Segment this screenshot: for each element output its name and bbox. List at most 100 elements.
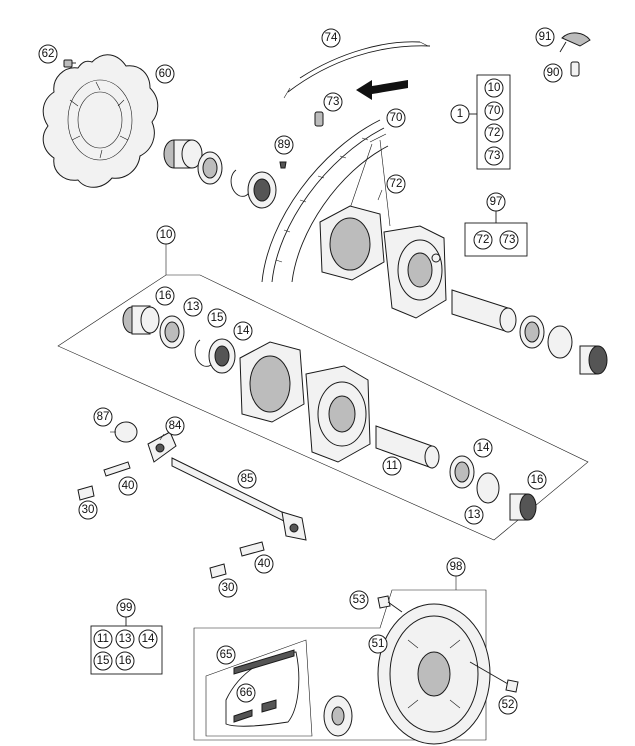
upper-left-parts <box>163 139 277 209</box>
callout-84: 84 <box>165 416 185 436</box>
callout-62: 62 <box>38 44 58 64</box>
svg-text:70: 70 <box>488 105 501 117</box>
callout-97-72: 72 <box>473 230 493 250</box>
chain-group <box>205 639 353 737</box>
group-box-1 <box>476 74 511 170</box>
callout-89: 89 <box>274 135 294 155</box>
upper-right-parts <box>451 289 608 375</box>
svg-text:14: 14 <box>142 633 155 645</box>
svg-text:73: 73 <box>503 234 516 246</box>
svg-text:10: 10 <box>160 229 173 241</box>
spoke-nipple <box>314 111 324 127</box>
callout-66: 66 <box>236 683 256 703</box>
svg-text:70: 70 <box>390 112 403 124</box>
callout-91: 91 <box>535 27 555 47</box>
svg-text:10: 10 <box>488 82 501 94</box>
svg-text:13: 13 <box>119 633 132 645</box>
svg-text:16: 16 <box>531 474 544 486</box>
rim-tape <box>283 41 431 99</box>
svg-text:89: 89 <box>278 139 291 151</box>
callout-14: 14 <box>233 321 253 341</box>
svg-text:30: 30 <box>82 504 95 516</box>
svg-text:16: 16 <box>119 655 132 667</box>
svg-text:65: 65 <box>220 649 233 661</box>
callout-53: 53 <box>349 590 369 610</box>
callout-15: 15 <box>207 308 227 328</box>
svg-text:85: 85 <box>241 473 254 485</box>
callout-65: 65 <box>216 645 236 665</box>
svg-text:72: 72 <box>477 234 490 246</box>
svg-text:40: 40 <box>258 558 271 570</box>
rim <box>261 119 391 283</box>
svg-text:16: 16 <box>159 290 172 302</box>
axle-group <box>77 421 307 579</box>
callout-72: 72 <box>386 174 406 194</box>
callout-16: 16 <box>155 286 175 306</box>
svg-text:90: 90 <box>547 67 560 79</box>
svg-text:15: 15 <box>97 655 110 667</box>
callout-30: 30 <box>78 500 98 520</box>
svg-text:15: 15 <box>211 312 224 324</box>
callout-1-73: 73 <box>484 146 504 166</box>
callout-1-10: 10 <box>484 78 504 98</box>
svg-text:51: 51 <box>372 638 385 650</box>
leader-lines <box>110 133 457 590</box>
callout-97-73: 73 <box>499 230 519 250</box>
callout-13b: 13 <box>464 505 484 525</box>
callout-16b: 16 <box>527 470 547 490</box>
svg-text:73: 73 <box>488 150 501 162</box>
callout-30b: 30 <box>218 578 238 598</box>
upper-hub <box>319 205 447 319</box>
valve <box>559 32 591 77</box>
callout-99-13: 13 <box>115 629 135 649</box>
svg-text:13: 13 <box>468 509 481 521</box>
callout-11: 11 <box>382 456 402 476</box>
svg-text:91: 91 <box>539 31 552 43</box>
rotation-direction-arrow <box>356 80 408 100</box>
svg-text:66: 66 <box>240 687 253 699</box>
callout-14b: 14 <box>473 438 493 458</box>
callout-99: 99 <box>116 598 136 618</box>
svg-text:97: 97 <box>490 196 503 208</box>
svg-text:99: 99 <box>120 602 133 614</box>
callout-52: 52 <box>498 695 518 715</box>
group-box-99 <box>90 625 163 675</box>
svg-text:52: 52 <box>502 699 515 711</box>
hub-kit-outline <box>57 274 589 541</box>
rear-sprocket <box>377 595 519 745</box>
svg-text:72: 72 <box>488 127 501 139</box>
callout-87: 87 <box>93 407 113 427</box>
svg-text:11: 11 <box>97 633 109 645</box>
callout-51: 51 <box>368 634 388 654</box>
callout-13: 13 <box>183 297 203 317</box>
hub-kit-parts <box>122 305 537 521</box>
svg-text:53: 53 <box>353 594 366 606</box>
svg-text:60: 60 <box>159 68 172 80</box>
svg-text:40: 40 <box>122 480 135 492</box>
callout-90: 90 <box>543 63 563 83</box>
svg-text:1: 1 <box>457 108 463 120</box>
callout-97: 97 <box>486 192 506 212</box>
svg-text:74: 74 <box>325 32 338 44</box>
callout-98: 98 <box>446 557 466 577</box>
callout-40b: 40 <box>254 554 274 574</box>
callout-10: 10 <box>156 225 176 245</box>
callout-99-15: 15 <box>93 651 113 671</box>
sprocket-kit-outline <box>193 589 487 741</box>
callout-99-16: 16 <box>115 651 135 671</box>
svg-text:98: 98 <box>450 561 463 573</box>
svg-text:14: 14 <box>477 442 490 454</box>
callout-73: 73 <box>323 92 343 112</box>
svg-text:11: 11 <box>386 460 398 472</box>
callout-40: 40 <box>118 476 138 496</box>
svg-text:87: 87 <box>97 411 110 423</box>
svg-text:84: 84 <box>169 420 182 432</box>
callout-60: 60 <box>155 64 175 84</box>
svg-text:72: 72 <box>390 178 403 190</box>
svg-text:13: 13 <box>187 301 200 313</box>
small-nipple <box>279 161 287 169</box>
svg-text:30: 30 <box>222 582 235 594</box>
callout-85: 85 <box>237 469 257 489</box>
callout-1-70: 70 <box>484 101 504 121</box>
